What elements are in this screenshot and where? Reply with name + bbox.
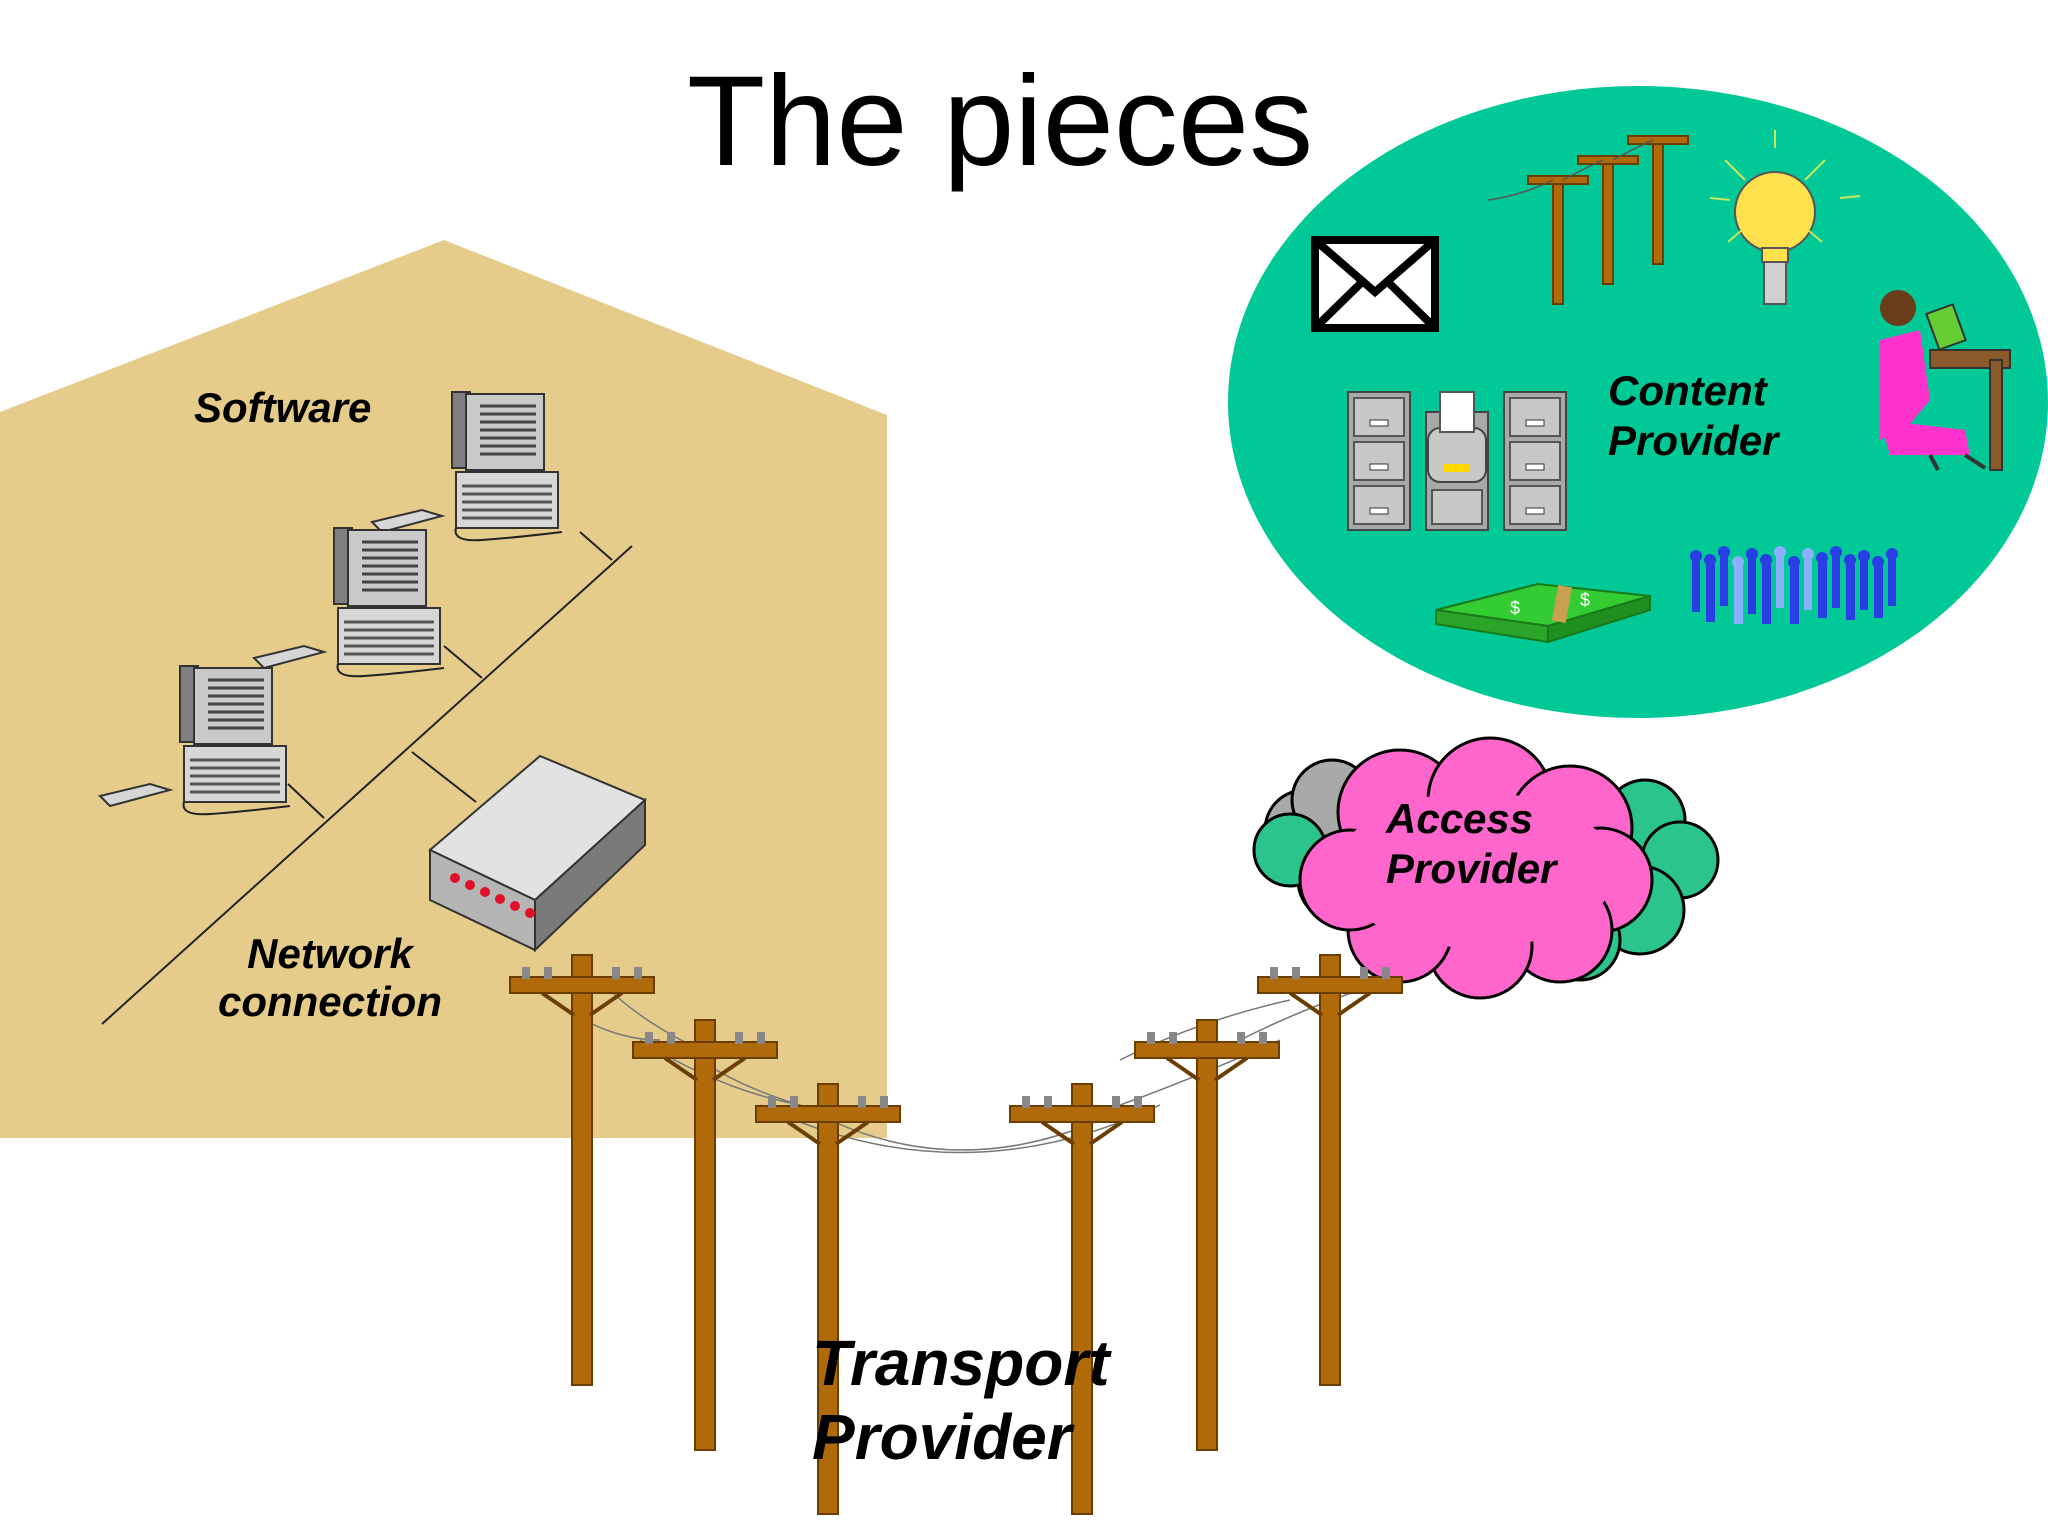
cloud-icon [1252,736,1720,1000]
network-bus [101,531,633,1025]
transport-label-line2: Provider [812,1401,1072,1473]
reading-woman-icon [1880,290,2011,471]
content-label-line2: Provider [1608,417,1779,464]
filing-cabinet-icon [1347,391,1411,531]
transport-label-line1: Transport [812,1327,1110,1399]
network-label-line1: Network [247,930,413,977]
filing-cabinet-icon [1425,391,1489,531]
network-connection-label: Network connection [200,930,460,1026]
access-label-line2: Provider [1386,845,1557,892]
svg-text:$: $ [1580,590,1590,610]
money-stack-icon: $ $ [1435,582,1651,644]
utility-pole-icon [1256,953,1404,1387]
access-label-line1: Access [1386,795,1534,842]
content-provider-label: Content Provider [1608,366,1778,466]
utility-pole-icon [1487,135,1689,305]
envelope-icon [1311,236,1439,332]
light-bulb-icon [1709,130,1861,305]
network-label-line2: connection [217,978,442,1025]
filing-cabinet-icon [1503,391,1567,531]
house-shape [0,240,887,1138]
modem-icon [428,754,647,953]
page-title: The pieces [686,50,1314,193]
svg-text:$: $ [1510,598,1520,618]
transport-provider-label: Transport Provider [812,1326,1110,1474]
content-label-line1: Content [1608,367,1767,414]
crowd-icon [1690,546,1898,624]
software-label: Software [194,384,372,431]
access-provider-label: Access Provider [1386,794,1556,894]
utility-pole-icon [1133,1018,1281,1452]
